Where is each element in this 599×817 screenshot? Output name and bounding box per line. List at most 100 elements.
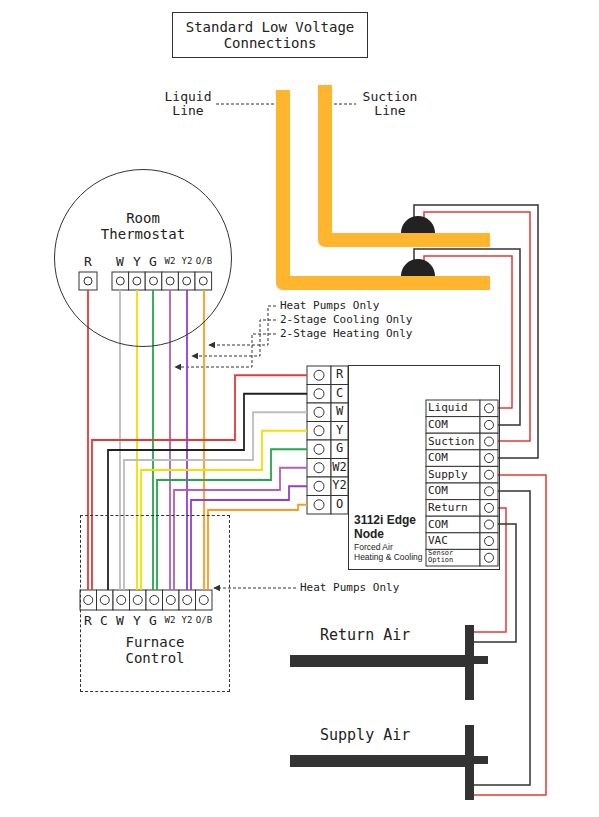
terminal-name: R [76, 255, 100, 269]
title-text: Standard Low Voltage Connections [181, 19, 359, 51]
terminal-cell [426, 450, 480, 467]
sensor-wire [424, 256, 512, 408]
terminal-name: Liquid [428, 402, 480, 414]
sensor-wire [474, 475, 546, 795]
terminal-cell [480, 516, 498, 533]
terminal-name: VAC [428, 535, 480, 547]
note: Heat Pumps Only [300, 582, 440, 594]
terminal-cell [178, 272, 195, 290]
terminal-name: W2 [158, 257, 182, 267]
terminal-name: COM [428, 518, 480, 530]
furnace-control-box: Furnace Control [80, 515, 230, 692]
terminal-name: R [331, 369, 348, 382]
terminal-cell [480, 466, 498, 483]
terminal-screw [117, 596, 126, 605]
terminal-cell [130, 590, 147, 610]
terminal-cell [112, 272, 129, 290]
terminal-screw [150, 277, 158, 285]
return-air-probe [290, 655, 465, 667]
terminal-name: O [331, 498, 348, 511]
terminal-screw [314, 500, 324, 510]
terminal-screw [314, 444, 324, 454]
edge-node-box: 3112i Edge NodeForced Air Heating & Cool… [348, 365, 500, 570]
terminal-cell [307, 422, 331, 441]
terminal-cell [426, 533, 480, 550]
terminal-screw [485, 537, 494, 546]
terminal-cell [426, 500, 480, 517]
terminal-cell [307, 459, 331, 478]
terminal-screw [116, 277, 124, 285]
terminal-name: Y [125, 614, 149, 628]
terminal-cell [79, 272, 97, 290]
note: 2-Stage Heating Only [280, 328, 450, 340]
liquid-line-pipe [283, 90, 490, 283]
node-heading: Room Thermostat [87, 210, 199, 242]
terminal-cell [331, 385, 348, 404]
node-heading: Furnace Control [99, 634, 211, 666]
terminal-cell [179, 590, 196, 610]
terminal-cell [307, 440, 331, 459]
supply-air-probe [474, 756, 488, 764]
terminal-cell [480, 483, 498, 500]
terminal-cell [307, 385, 331, 404]
terminal-cell [426, 400, 480, 417]
terminal-cell [146, 590, 163, 610]
terminal-screw [183, 277, 191, 285]
terminal-name: W [108, 255, 132, 269]
terminal-cell [331, 366, 348, 385]
wire [157, 449, 307, 590]
terminal-name: COM [428, 419, 480, 431]
terminal-screw [199, 277, 207, 285]
terminal-cell [426, 417, 480, 434]
terminal-screw [150, 596, 159, 605]
terminal-cell [163, 590, 180, 610]
terminal-screw [166, 596, 175, 605]
terminal-cell [145, 272, 162, 290]
terminal-name: G [141, 255, 165, 269]
terminal-name: Sensor Option [428, 550, 480, 565]
terminal-cell [307, 477, 331, 496]
terminal-name: O/B [192, 616, 216, 626]
terminal-name: Return [428, 502, 480, 514]
terminal-name: Y2 [175, 616, 199, 626]
terminal-screw [485, 454, 494, 463]
suction-sensor [401, 216, 435, 233]
pipe-label: Suction Line [358, 90, 422, 119]
terminal-name: COM [428, 452, 480, 464]
terminal-name: Y2 [175, 257, 199, 267]
terminal-name: W [108, 614, 132, 628]
terminal-name: Y2 [331, 480, 348, 493]
note: Heat Pumps Only [280, 300, 450, 312]
terminal-cell [162, 272, 179, 290]
suction-line-pipe [325, 85, 490, 240]
terminal-screw [166, 277, 174, 285]
terminal-cell [80, 590, 97, 610]
sensor-wire [474, 524, 516, 642]
terminal-cell [426, 549, 480, 566]
node-text-group: Furnace Control [99, 634, 211, 666]
sensor-label: Return Air [320, 627, 470, 644]
terminal-cell [480, 549, 498, 566]
wire [108, 394, 307, 590]
terminal-cell [426, 483, 480, 500]
node-body: Forced Air Heating & Cooling [354, 543, 424, 563]
terminal-screw [485, 404, 494, 413]
terminal-screw [485, 437, 494, 446]
sensor-wire [424, 212, 530, 441]
wire [191, 486, 307, 590]
terminal-screw [314, 426, 324, 436]
terminal-screw [314, 370, 324, 380]
terminal-name: W2 [331, 461, 348, 474]
terminal-name: C [92, 614, 116, 628]
terminal-cell [426, 516, 480, 533]
liquid-sensor [401, 259, 435, 276]
terminal-screw [485, 420, 494, 429]
terminal-name: W2 [158, 616, 182, 626]
leader-line [334, 104, 356, 105]
terminal-name: G [141, 614, 165, 628]
terminal-cell [97, 590, 114, 610]
